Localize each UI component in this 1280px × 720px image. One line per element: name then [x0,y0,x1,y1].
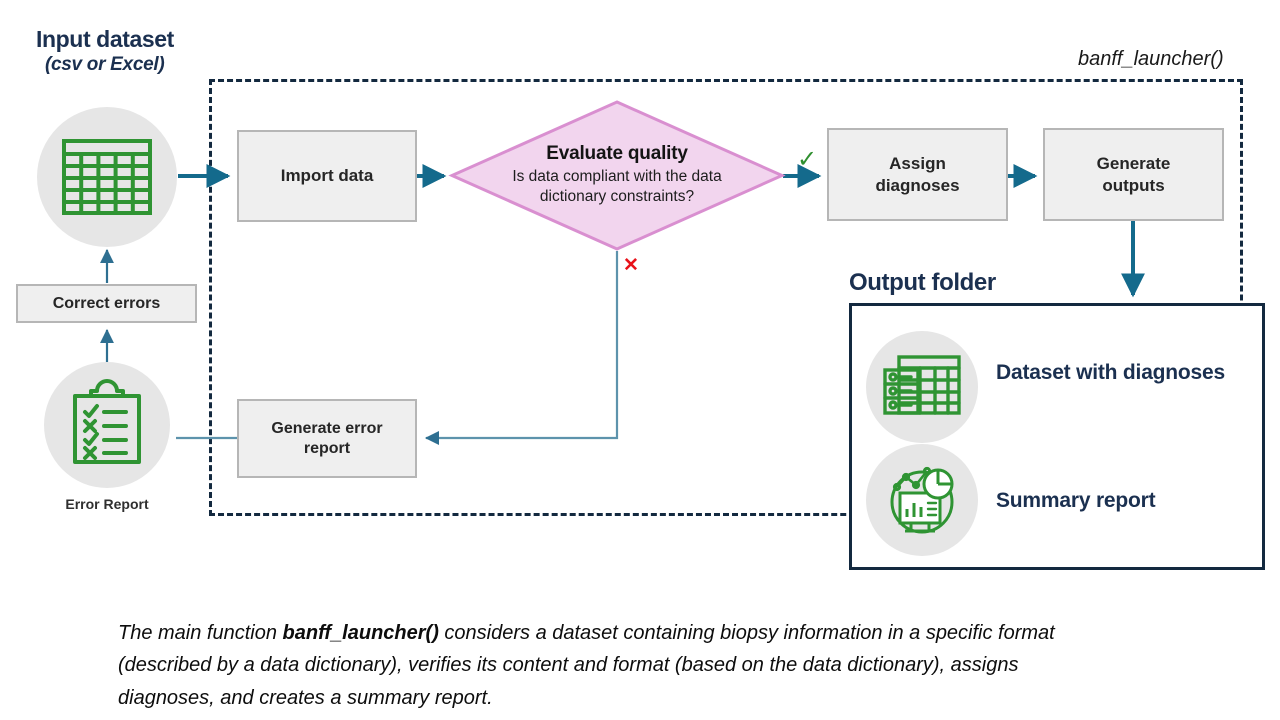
output-item-label-summary: Summary report [996,489,1156,512]
error-report-caption: Error Report [65,496,149,512]
summary-report-icon-circle [866,444,978,556]
figure-caption: The main function banff_launcher() consi… [118,617,1118,714]
caption-bold-function: banff_launcher() [282,622,439,644]
output-item-label-dataset: Dataset with diagnoses [996,361,1225,384]
evaluate-quality-title: Evaluate quality [546,143,688,165]
spreadsheet-table-icon [62,139,152,215]
summary-chart-icon [890,466,954,534]
node-correct-errors[interactable]: Correct errors [16,284,197,323]
input-dataset-icon-circle [37,107,177,247]
banff-launcher-label: banff_launcher() [1078,48,1224,70]
caption-part2: considers a dataset containing biopsy in… [118,622,1055,709]
caption-part1: The main function [118,622,283,644]
branch-no-x-icon: ✕ [623,255,639,276]
diamond-text-block: Evaluate quality Is data compliant with … [450,100,784,251]
error-report-icon-circle [44,362,170,488]
input-dataset-subheading: (csv or Excel) [45,54,165,75]
clipboard-checklist-icon [73,379,141,464]
branch-yes-check-icon: ✓ [797,146,818,173]
output-folder-heading: Output folder [849,269,996,296]
node-generate-error-report[interactable]: Generate error report [237,399,417,478]
banff-launcher-region [209,79,1243,516]
dataset-with-diagnoses-icon-circle [866,331,978,443]
arrow-evaluate-no-to-error-report [424,251,619,446]
diamond-shape [448,100,786,251]
evaluate-quality-question: Is data compliant with the data dictiona… [512,168,722,206]
node-generate-outputs[interactable]: Generate outputs [1043,128,1224,221]
dataset-table-icon [883,355,961,415]
input-dataset-heading: Input dataset [36,26,174,52]
node-assign-diagnoses[interactable]: Assign diagnoses [827,128,1008,221]
node-import-data[interactable]: Import data [237,130,417,222]
node-evaluate-quality[interactable]: Evaluate quality Is data compliant with … [448,100,786,251]
